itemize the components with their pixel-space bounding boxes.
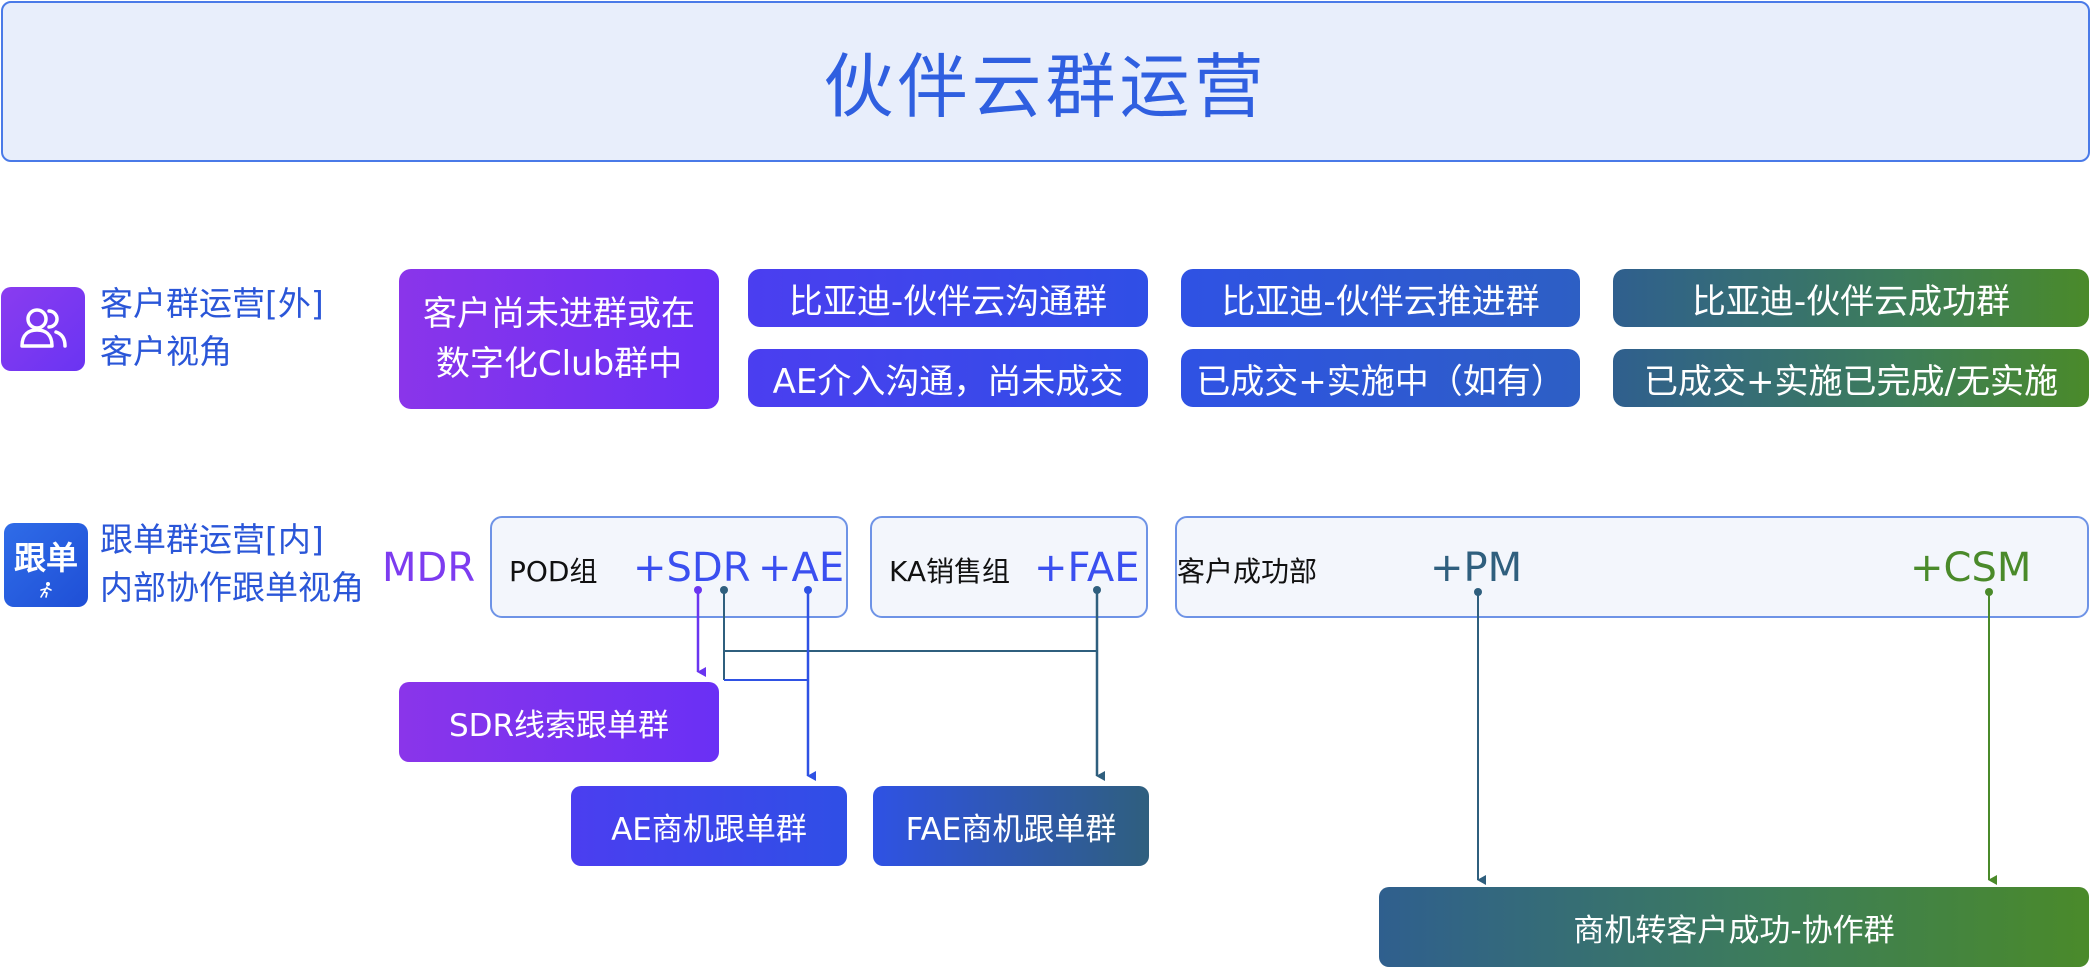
customer-ops-title: 客户群运营[外] xyxy=(100,284,324,323)
fae-opportunity-group-label: FAE商机跟单群 xyxy=(905,811,1117,848)
sdr-lead-group-label: SDR线索跟单群 xyxy=(448,707,670,744)
stage-promotion-group-label: 比亚迪-伙伴云推进群 xyxy=(1221,281,1540,322)
follow-ops-title: 跟单群运营[内] xyxy=(100,520,324,559)
stage-communication-group-label: 比亚迪-伙伴云沟通群 xyxy=(788,281,1108,322)
users-icon xyxy=(20,308,67,348)
fae-role: +FAE xyxy=(1034,545,1140,591)
customer-ops-icon-tile xyxy=(1,287,85,371)
pm-role: +PM xyxy=(1430,545,1523,591)
customer-ops-label: 客户群运营[外] 客户视角 xyxy=(100,280,324,376)
stage-promotion-desc: 已成交+实施中（如有） xyxy=(1181,349,1580,407)
customer-success-collab-group-label: 商机转客户成功-协作群 xyxy=(1573,912,1895,949)
customer-success-label: 客户成功部 xyxy=(1177,555,1318,588)
mdr-label: MDR xyxy=(382,545,476,591)
stage-success-desc-label: 已成交+实施已完成/无实施 xyxy=(1644,361,2058,402)
follow-ops-icon-text: 跟单 xyxy=(13,539,78,577)
stage-not-joined: 客户尚未进群或在 数字化Club群中 xyxy=(399,269,719,409)
follow-ops-icon-tile: 跟单 xyxy=(4,523,88,607)
stage-communication-group: 比亚迪-伙伴云沟通群 xyxy=(748,269,1148,327)
ae-opportunity-group: AE商机跟单群 xyxy=(571,786,847,866)
title-banner: 伙伴云群运营 xyxy=(1,1,2090,162)
stage-communication-desc-label: AE介入沟通，尚未成交 xyxy=(772,361,1124,402)
ae-opportunity-group-label: AE商机跟单群 xyxy=(611,811,807,848)
stage-success-group: 比亚迪-伙伴云成功群 xyxy=(1613,269,2089,327)
sdr-lead-group: SDR线索跟单群 xyxy=(399,682,719,762)
csm-role: +CSM xyxy=(1910,545,2032,591)
customer-success-panel xyxy=(1175,516,2089,618)
runner-icon xyxy=(40,582,52,598)
pod-team-panel xyxy=(490,516,848,618)
sdr-role: +SDR xyxy=(633,545,751,591)
stage-success-group-label: 比亚迪-伙伴云成功群 xyxy=(1691,281,2011,322)
ka-team-panel xyxy=(870,516,1148,618)
follow-ops-subtitle: 内部协作跟单视角 xyxy=(100,568,364,607)
stage-communication-desc: AE介入沟通，尚未成交 xyxy=(748,349,1148,407)
page-title: 伙伴云群运营 xyxy=(823,46,1268,128)
customer-ops-subtitle: 客户视角 xyxy=(100,332,232,371)
stage-not-joined-line1: 客户尚未进群或在 xyxy=(423,294,695,334)
stage-promotion-desc-label: 已成交+实施中（如有） xyxy=(1196,361,1565,402)
ae-role: +AE xyxy=(758,545,845,591)
stage-promotion-group: 比亚迪-伙伴云推进群 xyxy=(1181,269,1580,327)
fae-opportunity-group: FAE商机跟单群 xyxy=(873,786,1149,866)
ka-team-label: KA销售组 xyxy=(889,555,1011,588)
stage-not-joined-line2: 数字化Club群中 xyxy=(435,344,683,384)
customer-success-collab-group: 商机转客户成功-协作群 xyxy=(1379,887,2089,967)
follow-ops-label: 跟单群运营[内] 内部协作跟单视角 xyxy=(100,516,364,612)
pod-team-label: POD组 xyxy=(509,555,598,588)
stage-success-desc: 已成交+实施已完成/无实施 xyxy=(1613,349,2089,407)
